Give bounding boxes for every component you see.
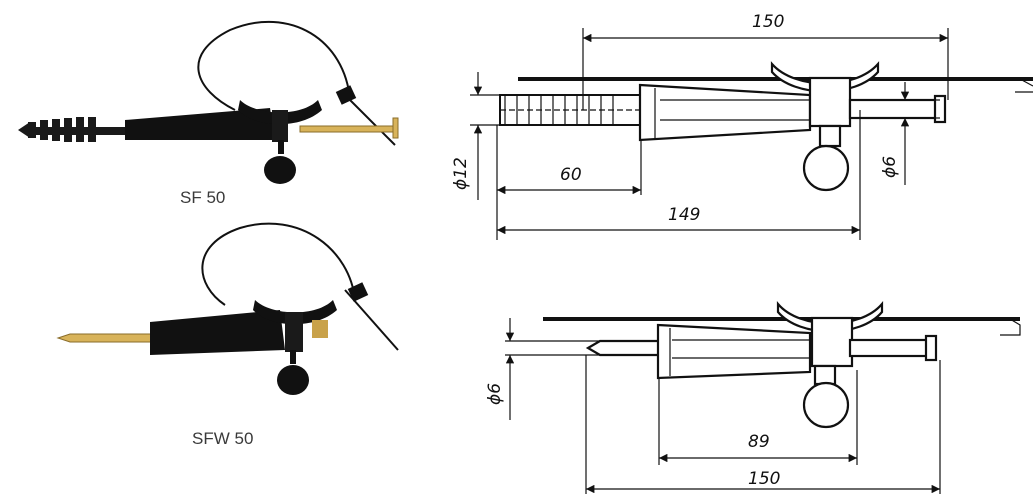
sf50-knob: [264, 156, 296, 184]
dim-150-bottom: 150: [748, 469, 780, 489]
sf50-body: [125, 108, 275, 140]
cable-tie-loop: [201, 222, 356, 306]
dowel-drawing: [499, 94, 641, 126]
dim-149: 149: [668, 205, 700, 225]
nail-drawing: [585, 339, 662, 357]
sf50-photo: [18, 20, 399, 184]
knob-drawing: [802, 144, 850, 192]
drawing-bottom: [505, 301, 1021, 494]
dim-phi6-top: ϕ6: [880, 156, 900, 178]
drawing-top: [470, 28, 1033, 240]
dim-89: 89: [748, 432, 770, 452]
cable-tie-tail: [344, 94, 396, 146]
dowel-ribs: [18, 117, 126, 142]
cable-tie-loop: [197, 20, 351, 111]
sfw50-nail: [56, 333, 161, 343]
sfw50-knob: [277, 365, 309, 395]
sf50-screw: [299, 125, 396, 133]
dim-phi6-bottom: ϕ6: [485, 383, 505, 405]
saddle-drawing: [776, 301, 884, 333]
sfw50-body: [150, 310, 285, 355]
body-drawing: [656, 323, 812, 380]
dim-150-top: 150: [752, 12, 784, 32]
sfw50-label: SFW 50: [192, 429, 253, 448]
dim-60: 60: [560, 165, 582, 185]
screw-drawing: [848, 98, 942, 120]
sfw50-photo: [56, 222, 399, 395]
sf50-saddle: [238, 100, 322, 125]
knob-drawing: [802, 381, 850, 429]
sfw50-saddle: [253, 300, 337, 325]
dim-phi12: ϕ12: [451, 157, 471, 190]
sf50-label: SF 50: [180, 188, 225, 207]
saddle-drawing: [770, 61, 880, 93]
body-drawing: [638, 83, 812, 142]
